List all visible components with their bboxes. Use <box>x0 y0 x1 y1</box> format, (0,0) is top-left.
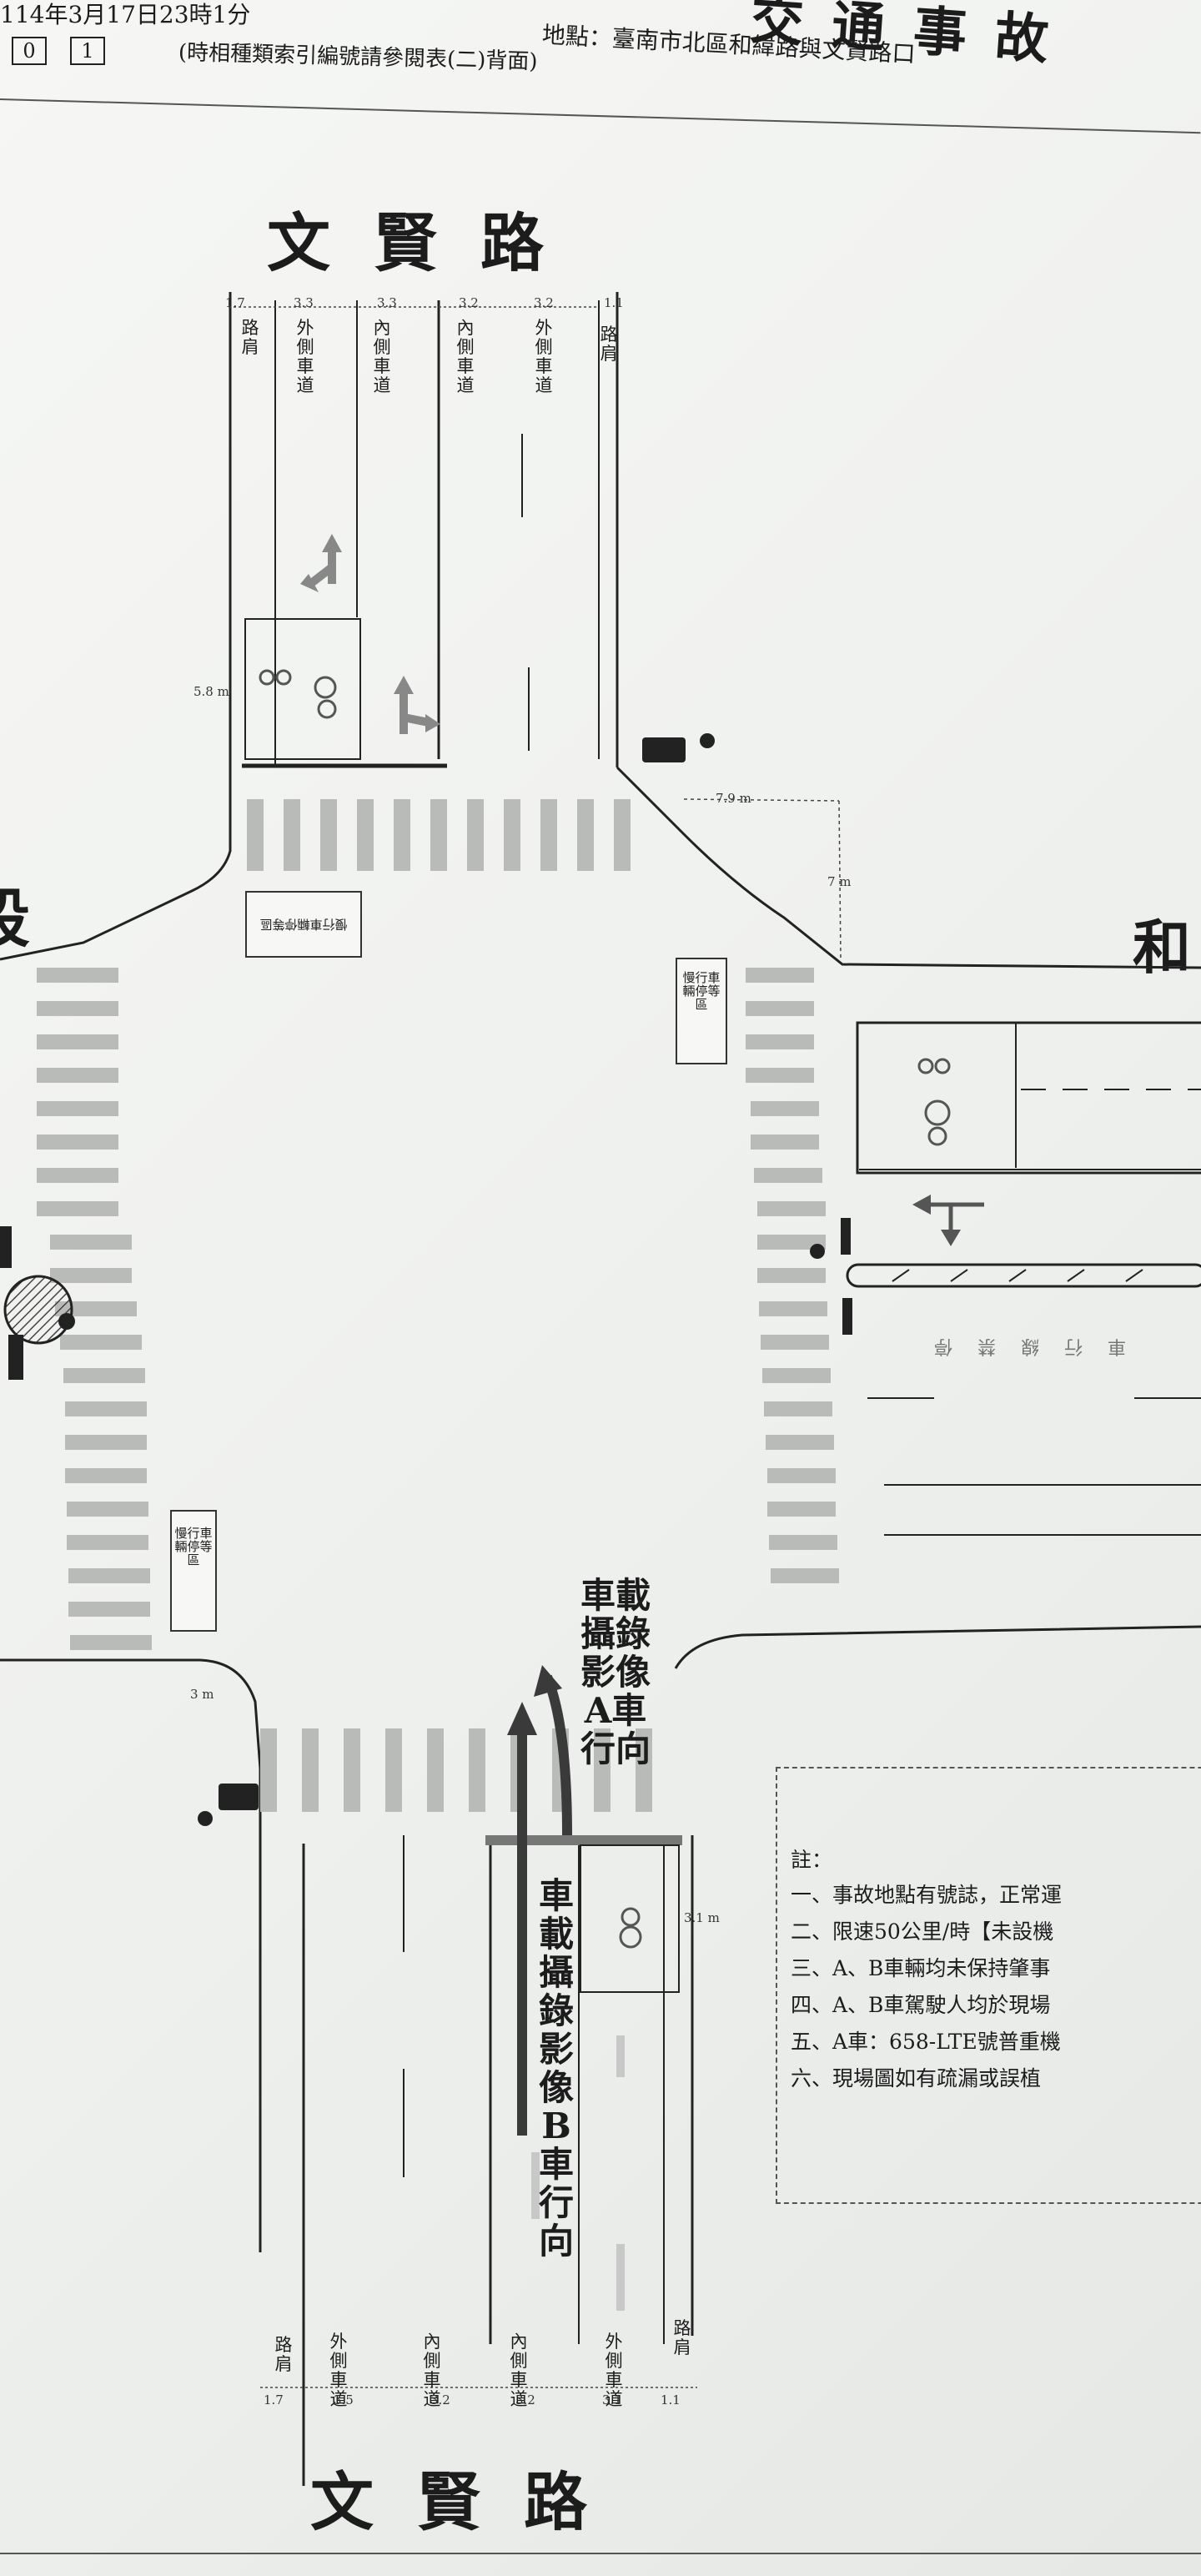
north-lane-2-width: 3.3 <box>294 295 314 310</box>
notes-heading: 註： <box>791 1848 833 1872</box>
north-lane-5-name: 外側車道 <box>535 318 553 395</box>
north-lane-4-name: 內側車道 <box>456 318 475 395</box>
note-item-5: 五、A車：658-LTE號普重機 <box>791 2030 1061 2054</box>
southeast-corner-curb <box>674 1625 1201 1669</box>
south-traffic-signal <box>198 1784 259 1826</box>
south-lane-1-name: 路肩 <box>274 2335 293 2374</box>
note-item-1: 一、事故地點有號誌，正常運 <box>791 1883 1063 1907</box>
northwest-corner-curb <box>0 767 232 961</box>
note-item-3: 三、A、B車輛均未保持肇事 <box>791 1956 1051 1980</box>
south-lane-1-width: 1.7 <box>264 2392 284 2407</box>
south-bike-waiting-box <box>580 1844 680 1993</box>
north-crosswalk <box>247 799 631 871</box>
south-lane-6-name: 路肩 <box>673 2318 691 2357</box>
note-item-4: 四、A、B車駕駛人均於現場 <box>791 1993 1051 2017</box>
north-lane-1-name: 路肩 <box>241 318 259 357</box>
east-road-name: 和 <box>1133 913 1191 982</box>
south-lane-5-name: 外側車道 <box>605 2332 623 2409</box>
south-lane-2-name: 外側車道 <box>329 2332 348 2409</box>
west-waiting-area-sign: 慢行車輛停等區 <box>170 1510 217 1632</box>
north-bike-waiting-box <box>244 618 361 760</box>
east-road-marking: 車行線禁停 <box>909 1336 1127 1356</box>
north-lane-6-width: 1.1 <box>604 295 624 310</box>
north-box-height-dim: 5.8 m <box>193 684 229 699</box>
southwest-corner-curb <box>0 1658 262 2252</box>
west-crosswalk <box>37 968 152 1650</box>
south-box-width-dim: 3.1 m <box>684 1910 720 1925</box>
south-lane-6-width: 1.1 <box>661 2392 681 2407</box>
south-lane-4-width: 3.2 <box>515 2392 535 2407</box>
northeast-corner-curb <box>616 766 1201 969</box>
south-lane-4-name: 內側車道 <box>510 2332 528 2409</box>
vehicle-a-arrowhead <box>534 1665 562 1697</box>
north-waiting-area-sign: 慢行車輛停等區 <box>245 891 362 958</box>
north-road-name: 文賢路 <box>267 206 587 280</box>
south-road-name: 文賢路 <box>310 2465 631 2539</box>
phase-checkbox-b: 1 <box>70 37 105 65</box>
north-lane-1-width: 1.7 <box>225 295 245 310</box>
ne-corner-y-dim: 7 m <box>827 874 852 889</box>
north-lane-5-width: 3.2 <box>534 295 554 310</box>
south-lane-5-width: 3.1 <box>602 2392 622 2407</box>
west-tree-signal <box>0 1226 75 1380</box>
accident-datetime: 114年3月17日23時1分 <box>0 1 251 28</box>
north-lane-2-name: 外側車道 <box>296 318 314 395</box>
vehicle-b-arrowhead <box>507 1702 537 1735</box>
vehicle-a-direction-label: 車載攝錄影像A車行向 <box>580 1575 651 1769</box>
south-lane-3-width: 3.2 <box>430 2392 450 2407</box>
south-bicycle-symbol <box>619 1907 642 1949</box>
east-median-island <box>846 1263 1201 1288</box>
south-lane-arrows <box>531 2035 625 2311</box>
south-lane-3-name: 內側車道 <box>423 2332 441 2409</box>
north-lane-3-width: 3.3 <box>377 295 397 310</box>
ne-dim-x-line <box>683 798 840 802</box>
note-item-6: 六、現場圖如有疏漏或誤植 <box>791 2066 1042 2090</box>
notes-box: 註： 一、事故地點有號誌，正常運 二、限速50公里/時【未設機 三、A、B車輛均… <box>776 1767 1201 2204</box>
north-lane-6-name: 路肩 <box>600 325 618 364</box>
east-traffic-signal <box>810 1218 852 1335</box>
vehicle-b-direction-label: 車載攝錄影像B車行向 <box>538 1875 574 2262</box>
east-crosswalk <box>746 968 839 1583</box>
sw-offset-dim: 3 m <box>190 1687 214 1702</box>
phase-checkbox-a: 0 <box>12 37 47 65</box>
north-traffic-signal <box>642 733 715 762</box>
east-bike-waiting-box <box>856 1021 1201 1175</box>
north-lane-4-width: 3.2 <box>459 295 479 310</box>
north-bicycle-symbol <box>259 669 337 719</box>
south-lane-2-width: 3.5 <box>334 2392 354 2407</box>
note-item-2: 二、限速50公里/時【未設機 <box>791 1919 1054 1944</box>
west-road-name: 段 <box>0 868 30 959</box>
footer-rule <box>0 2553 1201 2554</box>
north-lane-3-name: 內側車道 <box>373 318 391 395</box>
ne-corner-x-dim: 7.9 m <box>716 791 751 806</box>
east-bicycle-symbol <box>917 1058 951 1146</box>
east-waiting-area-sign: 慢行車輛停等區 <box>676 958 727 1064</box>
